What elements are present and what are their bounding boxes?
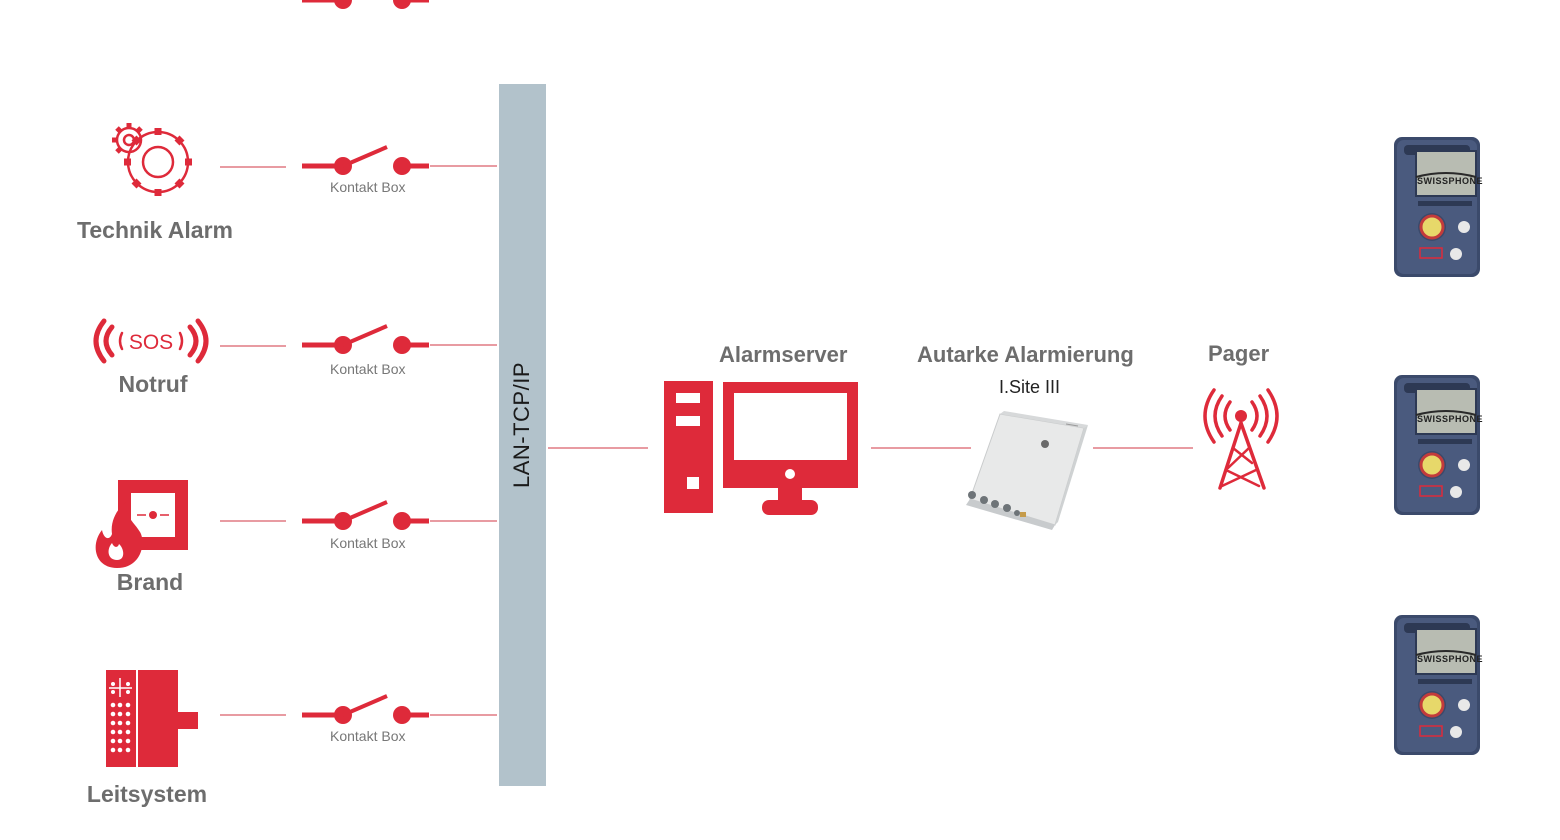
control-panel-icon (106, 670, 198, 767)
sos-icon: SOS (93, 318, 209, 364)
kontakt-box-label: Kontakt Box (330, 361, 406, 377)
switch-icon (302, 696, 429, 724)
source-label-leitsystem: Leitsystem (86, 781, 208, 807)
pager-device-icon (1392, 135, 1482, 279)
kontakt-box-label: Kontakt Box (330, 728, 406, 744)
autark-subtitle: I.Site III (999, 377, 1061, 397)
source-label-brand: Brand (116, 569, 184, 595)
switch-icon (302, 147, 429, 175)
autark-title: Autarke Alarmierung (917, 342, 1134, 367)
pager-brand: SWISSPHONE (1417, 176, 1484, 186)
connector-lines (220, 165, 1193, 716)
fire-alarm-icon (95, 480, 188, 568)
computer-icon (664, 381, 858, 515)
kontakt-box-label: Kontakt Box (330, 179, 406, 195)
alarmserver-title: Alarmserver (719, 342, 848, 367)
pager-device-icon (1392, 373, 1482, 517)
pager-brand: SWISSPHONE (1417, 414, 1484, 424)
switch-icon (302, 326, 429, 354)
lan-bus (499, 84, 546, 786)
kontakt-box-label: Kontakt Box (330, 535, 406, 551)
pager-device-icon (1392, 613, 1482, 757)
pager-title: Pager (1208, 341, 1270, 366)
pager-brand: SWISSPHONE (1417, 654, 1484, 664)
enclosure-box-icon (966, 411, 1088, 530)
switch-icon (302, 502, 429, 530)
source-label-technik-alarm: Technik Alarm (77, 217, 233, 243)
switch-icon (302, 0, 429, 9)
source-label-notruf: Notruf (118, 371, 188, 397)
gears-icon (112, 123, 192, 196)
svg-text:SOS: SOS (129, 331, 173, 354)
antenna-tower-icon (1203, 388, 1279, 490)
